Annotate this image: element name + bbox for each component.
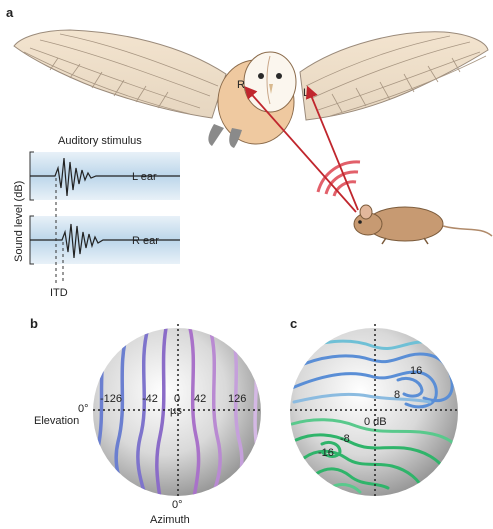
- ear-label-left: L ear: [132, 171, 157, 183]
- azimuth-tick-label: 0°: [172, 499, 183, 511]
- ild-sphere: [290, 324, 462, 496]
- sound-level-axis-label: Sound level (dB): [13, 181, 25, 262]
- itd-unit-label: µs: [170, 405, 182, 417]
- barn-owl-illustration: [14, 30, 488, 148]
- itd-contour-label: -126: [100, 393, 122, 405]
- itd-label: ITD: [50, 287, 68, 299]
- azimuth-axis-label: Azimuth: [150, 514, 190, 526]
- stimulus-title: Auditory stimulus: [58, 135, 142, 147]
- elevation-axis-label: Elevation: [34, 415, 79, 427]
- owl-right-ear-marker: R: [237, 79, 245, 91]
- panel-a-label: a: [6, 5, 14, 20]
- ild-contour-label: 0 dB: [364, 416, 387, 428]
- ild-contour-label: -8: [340, 433, 350, 445]
- itd-contour-label: 0: [174, 393, 180, 405]
- ild-contour-label: 8: [394, 389, 400, 401]
- itd-contour-label: 126: [228, 393, 246, 405]
- itd-contour-label: -42: [142, 393, 158, 405]
- sound-waves: [318, 162, 360, 196]
- itd-contour-label: 42: [194, 393, 206, 405]
- ild-contour-label: -16: [318, 447, 334, 459]
- mouse-illustration: [354, 205, 492, 244]
- panel-b-label: b: [30, 316, 38, 331]
- elevation-tick-label: 0°: [78, 403, 89, 415]
- panel-c-label: c: [290, 316, 297, 331]
- ild-contour-label: 16: [410, 365, 422, 377]
- ear-label-right: R ear: [132, 235, 159, 247]
- auditory-stimulus-plot: Auditory stimulus Sound level (dB) L ear…: [13, 135, 180, 299]
